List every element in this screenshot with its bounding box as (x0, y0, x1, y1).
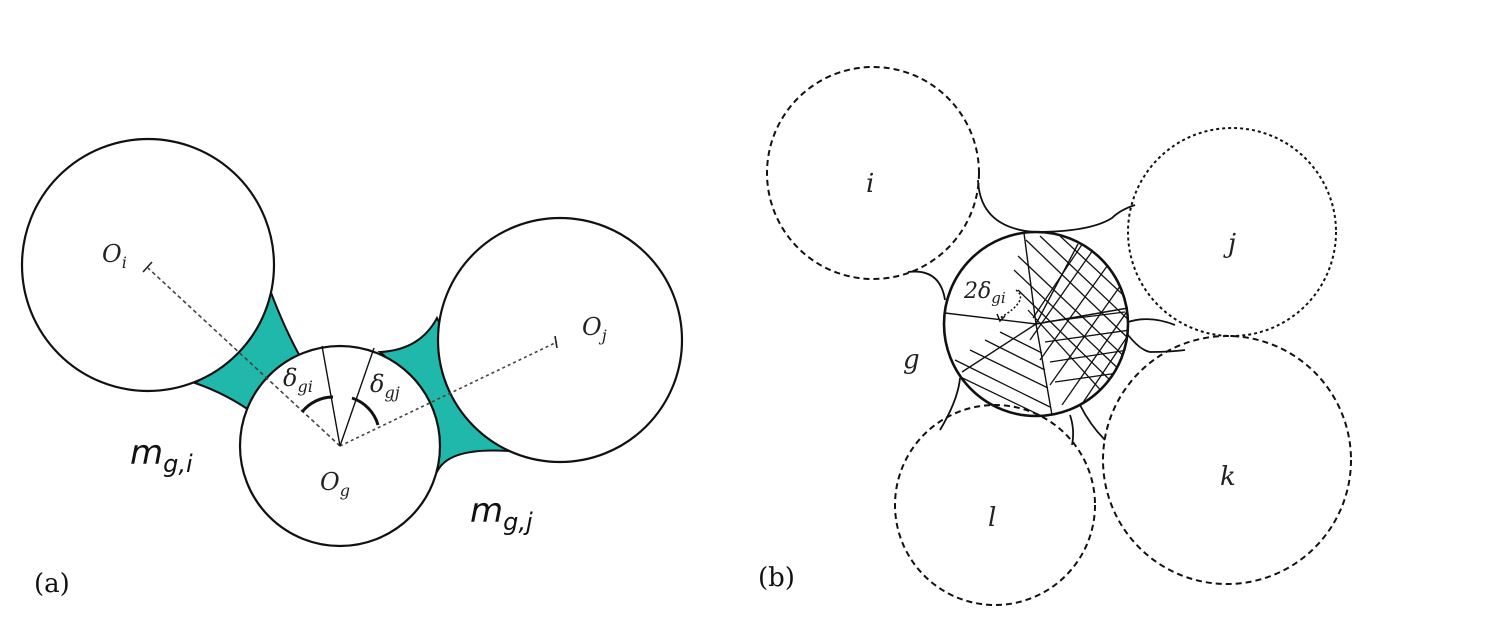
bridge-label-gj: mg,j (470, 491, 533, 536)
panel-label-a: (a) (34, 569, 70, 599)
tick-oi (142, 261, 153, 273)
center-line-gj (339, 341, 558, 447)
radial-rays (944, 232, 1129, 416)
angle-arc-gj (351, 396, 380, 426)
particle-label-i: i (866, 169, 874, 199)
liquid-bridges-b (907, 179, 1186, 446)
bridge-label-gi: mg,i (130, 433, 193, 478)
tick-oj (554, 335, 558, 349)
particle-label-j: j (1223, 229, 1236, 259)
angle-arc-2dgi (999, 289, 1022, 319)
center-label-og: Og (320, 468, 350, 500)
particle-j (436, 216, 684, 464)
angle-label-2dgi: 2δgi (963, 279, 1006, 307)
center-label-oi: Oi (102, 240, 127, 272)
particle-label-k: k (1220, 462, 1236, 492)
angle-arrowhead (996, 313, 1006, 323)
center-line-gi (147, 267, 341, 447)
particle-label-l: l (988, 503, 996, 533)
panel-a: Oi Oj Og δgi δgj mg,i mg,j (a) (20, 137, 684, 599)
particle-i (20, 137, 276, 393)
angle-label-gi: δgi (283, 364, 313, 396)
panel-label-b: (b) (758, 563, 795, 593)
panel-b: i j k l g 2δgi (b) (758, 66, 1352, 606)
angle-arc-gi (300, 395, 334, 413)
particle-b-j (1127, 127, 1337, 337)
particle-label-g: g (903, 345, 920, 375)
angle-label-gj: δgj (370, 370, 400, 402)
particle-b-i (766, 66, 980, 280)
center-label-oj: Oj (582, 313, 607, 345)
particle-b-k (1102, 335, 1352, 585)
ray-gj (339, 347, 375, 447)
